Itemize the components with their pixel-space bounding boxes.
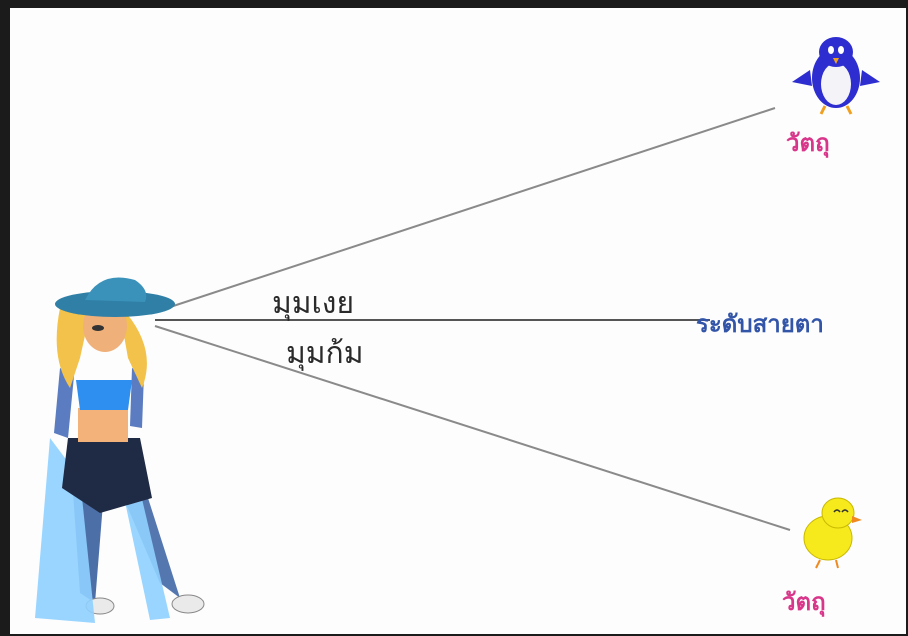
depression-angle-label: มุมก้ม <box>286 330 364 377</box>
observer-girl-icon <box>35 278 204 624</box>
object-top-label: วัตถุ <box>786 123 830 162</box>
line-of-sight-label: ระดับสายตา <box>696 304 824 343</box>
chick-icon <box>804 498 862 568</box>
elevation-angle-label: มุมเงย <box>272 280 354 327</box>
object-bottom-label: วัตถุ <box>782 582 826 621</box>
depression-line <box>155 326 790 530</box>
penguin-icon <box>792 37 880 114</box>
diagram-canvas: มุมเงย มุมก้ม ระดับสายตา วัตถุ วัตถุ <box>10 8 906 634</box>
elevation-line <box>155 108 775 312</box>
